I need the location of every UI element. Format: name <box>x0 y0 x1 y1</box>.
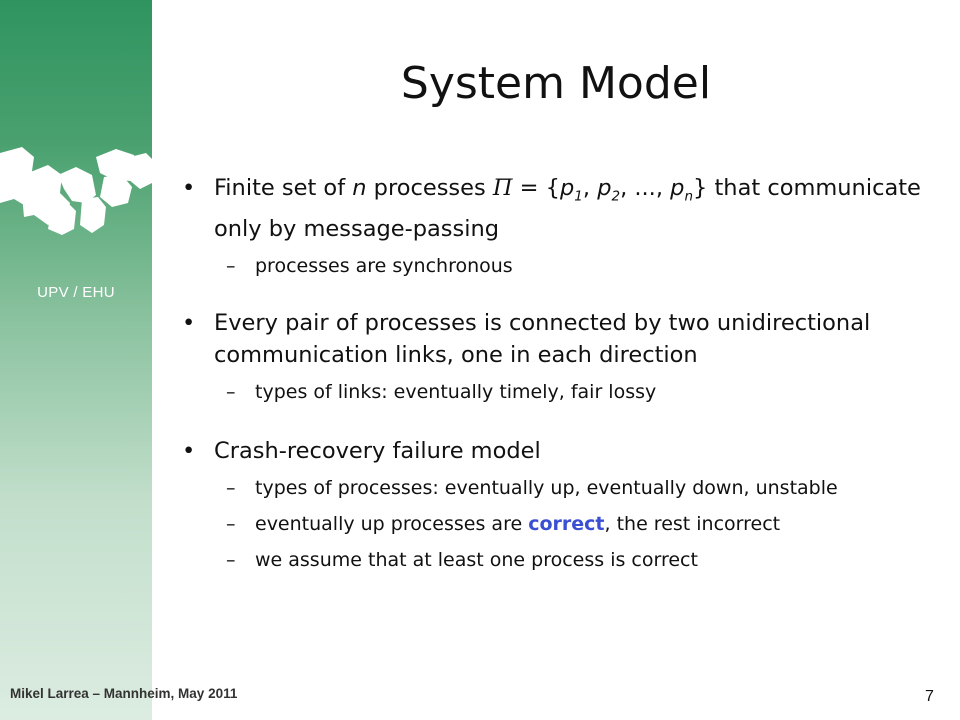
variable-p: p <box>670 175 685 201</box>
sub-bullet-1-1: – processes are synchronous <box>172 253 937 279</box>
sub-bullet-text: types of processes: eventually up, event… <box>255 476 838 499</box>
variable-p: p <box>559 175 575 201</box>
sub-bullet-text: types of links: eventually timely, fair … <box>255 380 657 403</box>
bullet-text: , ..., <box>620 175 671 201</box>
bullet-text: , <box>582 175 598 201</box>
bullet-1: • Finite set of n processes Π = {p1, p2,… <box>172 172 937 245</box>
bullet-text: } that communicate only by message-passi… <box>214 175 921 242</box>
sub-bullet-text: processes are synchronous <box>255 254 513 277</box>
bullet-text: Finite set of <box>214 175 353 201</box>
bullet-dot: • <box>182 437 196 464</box>
bullet-dot: • <box>182 175 196 201</box>
bullet-text: processes <box>366 175 493 201</box>
sub-bullet-dash: – <box>226 380 236 403</box>
sub-bullet-2-1: – types of links: eventually timely, fai… <box>172 379 937 405</box>
slide-content: • Finite set of n processes Π = {p1, p2,… <box>172 172 937 573</box>
sub-bullet-text: we assume that at least one process is c… <box>255 548 698 571</box>
sub-bullet-dash: – <box>226 512 236 535</box>
bullet-3: • Crash-recovery failure model <box>172 435 937 467</box>
sub-bullet-text: eventually up processes are <box>255 512 529 535</box>
subscript: 1 <box>574 188 583 205</box>
slide-title: System Model <box>400 58 712 109</box>
subscript: n <box>684 188 694 205</box>
sub-bullet-dash: – <box>226 476 236 499</box>
sub-bullet-3-3: – we assume that at least one process is… <box>172 547 937 573</box>
sub-bullet-dash: – <box>226 254 236 277</box>
pi-symbol: Π <box>492 175 513 201</box>
variable-p: p <box>597 175 612 201</box>
bullet-text: Every pair of processes is connected by … <box>214 309 871 368</box>
sidebar <box>0 0 152 720</box>
sub-bullet-dash: – <box>226 548 236 571</box>
bullet-text: = { <box>512 175 560 201</box>
bullet-2: • Every pair of processes is connected b… <box>172 307 937 371</box>
sub-bullet-text: , the rest incorrect <box>604 512 781 535</box>
subscript: 2 <box>611 188 621 205</box>
bullet-text: Crash-recovery failure model <box>214 437 541 464</box>
upv-ehu-logo <box>0 147 152 235</box>
page-number: 7 <box>925 688 934 705</box>
variable-n: n <box>352 175 367 201</box>
highlight-correct: correct <box>528 512 605 535</box>
logo-caption: UPV / EHU <box>37 284 115 301</box>
footer-author: Mikel Larrea – Mannheim, May 2011 <box>10 686 238 701</box>
sub-bullet-3-1: – types of processes: eventually up, eve… <box>172 475 937 501</box>
sub-bullet-3-2: – eventually up processes are correct, t… <box>172 511 937 537</box>
bullet-dot: • <box>182 309 196 336</box>
